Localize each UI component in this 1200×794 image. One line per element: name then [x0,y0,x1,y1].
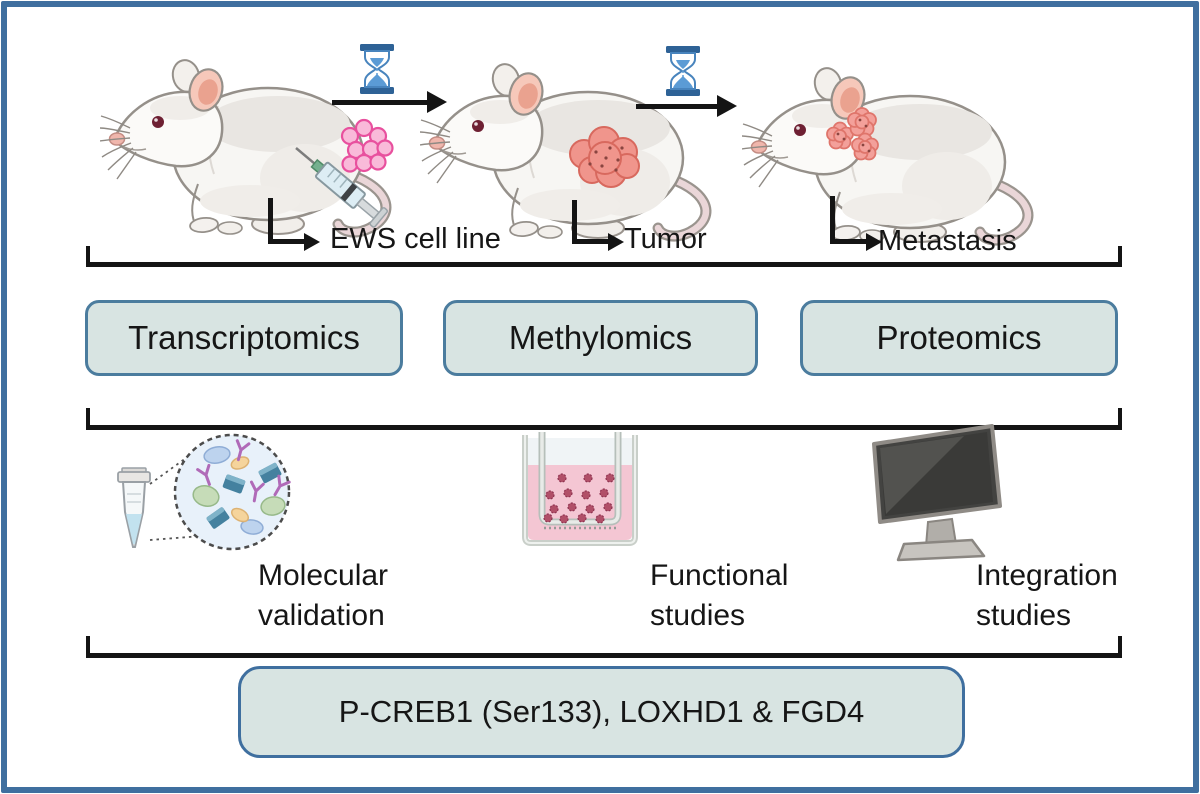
result-genes-box: P-CREB1 (Ser133), LOXHD1 & FGD4 [238,666,965,758]
stage-label-ews-cell-line: EWS cell line [330,223,501,255]
transwell-assay-icon [522,432,638,546]
study-label-line1: Molecular [258,559,389,592]
study-label-molecular-validation: Molecular validation [258,556,388,636]
omics-label: Transcriptomics [128,319,360,356]
metastasis-spots-icon [826,107,879,161]
omics-bracket [86,408,1122,430]
hourglass-icon [359,44,395,94]
study-label-line2: validation [258,599,385,632]
studies-bracket [86,636,1122,658]
label-connector-arrow [572,200,628,251]
mouse-ews-injection-illustration [100,36,394,248]
omics-box-methylomics: Methylomics [443,300,758,376]
tube-magnifier-icon [117,433,291,551]
study-label-line2: studies [976,599,1072,632]
stages-bracket [86,246,1122,267]
syringe-icon [295,147,389,228]
label-connector-arrow [830,196,886,251]
hourglass-icon [665,46,701,96]
study-label-functional-studies: Functional studies [650,556,788,636]
study-label-line2: studies [650,599,746,632]
mouse-tumor-illustration [420,40,725,252]
study-label-integration-studies: Integration studies [976,556,1118,636]
tumor-icon [569,126,640,188]
mouse-metastasis-illustration [742,44,1047,256]
result-genes-label: P-CREB1 (Ser133), LOXHD1 & FGD4 [338,694,865,729]
computer-monitor-icon [872,424,1002,562]
omics-label: Methylomics [508,319,693,356]
arrow-right-icon [332,91,447,113]
label-connector-arrow [268,198,324,251]
study-label-line1: Functional [650,559,789,592]
omics-box-transcriptomics: Transcriptomics [85,300,403,376]
stage-label-metastasis: Metastasis [878,225,1017,257]
study-label-line1: Integration [976,559,1118,592]
omics-label: Proteomics [876,319,1042,356]
stage-label-tumor: Tumor [624,223,707,255]
omics-box-proteomics: Proteomics [800,300,1118,376]
cell-cluster-icon [340,118,394,173]
arrow-right-icon [636,95,737,117]
